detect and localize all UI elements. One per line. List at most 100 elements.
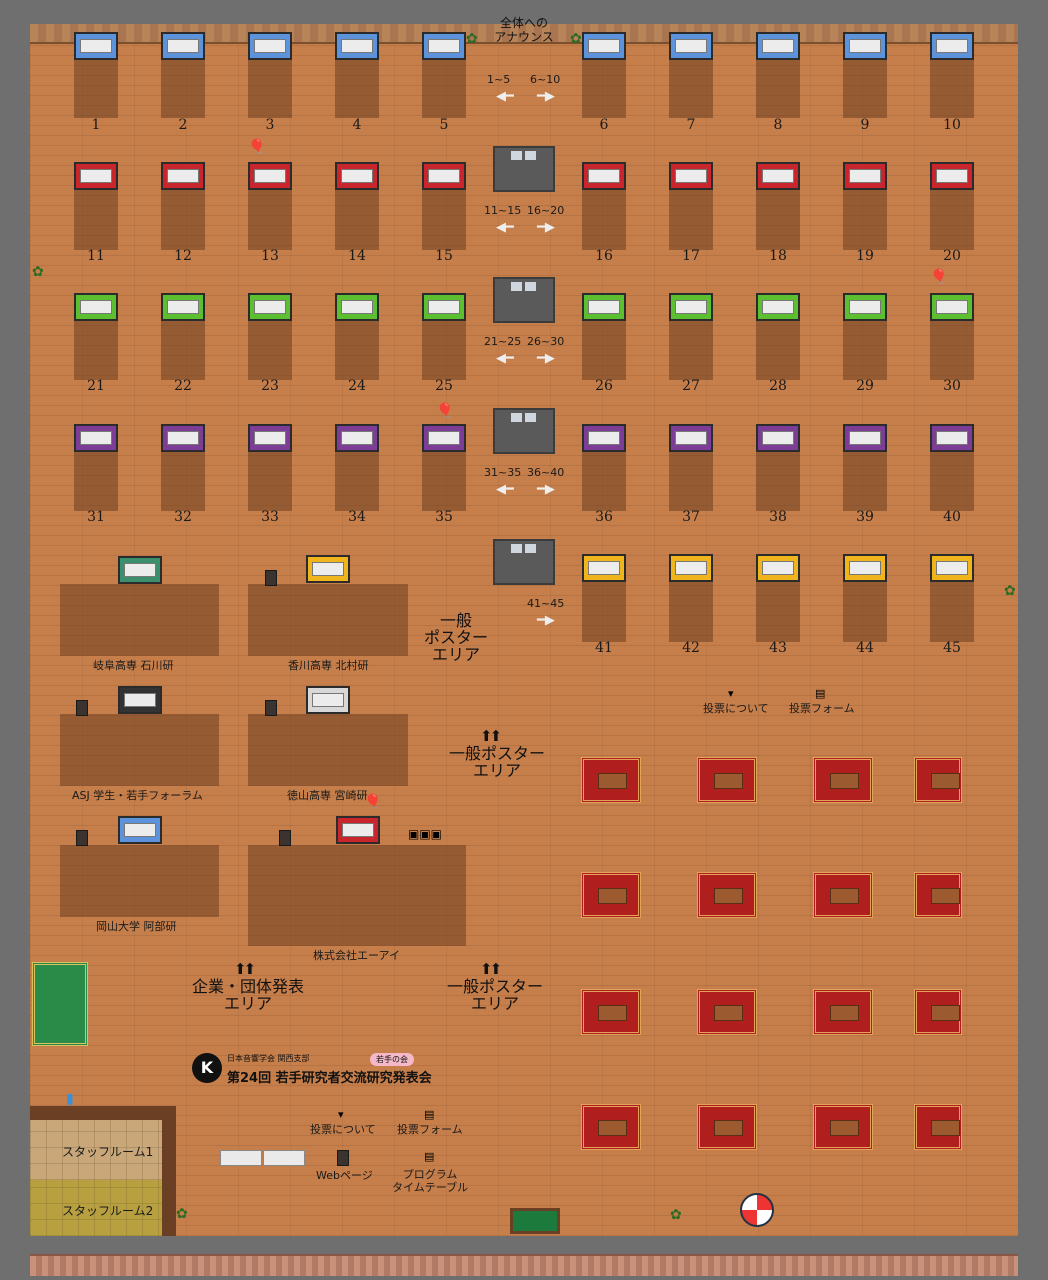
booth-area-1[interactable] bbox=[74, 58, 118, 118]
table-rug[interactable] bbox=[697, 1104, 757, 1150]
poster-board-9[interactable] bbox=[843, 32, 887, 60]
booth-area-9[interactable] bbox=[843, 58, 887, 118]
booth-area-4[interactable] bbox=[335, 58, 379, 118]
booth-area-38[interactable] bbox=[756, 451, 800, 511]
vote-form-label[interactable]: 投票フォーム bbox=[789, 702, 855, 715]
poster-board-23[interactable] bbox=[248, 293, 292, 321]
staff-room-2[interactable] bbox=[30, 1180, 162, 1236]
booth-area-37[interactable] bbox=[669, 451, 713, 511]
arrow-left-icon[interactable]: ◀━ bbox=[496, 482, 514, 497]
table-rug[interactable] bbox=[914, 1104, 962, 1150]
booth-area-40[interactable] bbox=[930, 451, 974, 511]
poster-board-6[interactable] bbox=[582, 32, 626, 60]
booth-area-13[interactable] bbox=[248, 190, 292, 250]
booth-area-22[interactable] bbox=[161, 320, 205, 380]
form-icon[interactable]: ▤ bbox=[424, 1108, 435, 1121]
poster-board-19[interactable] bbox=[843, 162, 887, 190]
poster-board-44[interactable] bbox=[843, 554, 887, 582]
table-rug[interactable] bbox=[581, 1104, 641, 1150]
booth-area-8[interactable] bbox=[756, 58, 800, 118]
form-icon[interactable]: ▤ bbox=[815, 687, 826, 700]
sign-icon[interactable]: ▾ bbox=[338, 1108, 344, 1121]
booth-area-23[interactable] bbox=[248, 320, 292, 380]
booth-area-32[interactable] bbox=[161, 451, 205, 511]
poster-board-2[interactable] bbox=[161, 32, 205, 60]
arrow-left-icon[interactable]: ◀━ bbox=[496, 89, 514, 104]
table-rug[interactable] bbox=[581, 757, 641, 803]
poster-board-34[interactable] bbox=[335, 424, 379, 452]
booth-area-31[interactable] bbox=[74, 451, 118, 511]
poster-board-10[interactable] bbox=[930, 32, 974, 60]
table-rug[interactable] bbox=[914, 989, 962, 1035]
poster-board-13[interactable] bbox=[248, 162, 292, 190]
booth-area-2[interactable] bbox=[161, 58, 205, 118]
vote-form-label-bottom[interactable]: 投票フォーム bbox=[397, 1123, 463, 1136]
booth-area-12[interactable] bbox=[161, 190, 205, 250]
poster-board-39[interactable] bbox=[843, 424, 887, 452]
booth-area-14[interactable] bbox=[335, 190, 379, 250]
poster-board-40[interactable] bbox=[930, 424, 974, 452]
vote-about-label[interactable]: 投票について bbox=[703, 702, 769, 715]
poster-board-31[interactable] bbox=[74, 424, 118, 452]
booth-area-24[interactable] bbox=[335, 320, 379, 380]
booth-area-21[interactable] bbox=[74, 320, 118, 380]
poster-board-15[interactable] bbox=[422, 162, 466, 190]
booth-area-7[interactable] bbox=[669, 58, 713, 118]
booth-area-18[interactable] bbox=[756, 190, 800, 250]
poster-board-22[interactable] bbox=[161, 293, 205, 321]
poster-board-36[interactable] bbox=[582, 424, 626, 452]
table-rug[interactable] bbox=[697, 872, 757, 918]
poster-board-11[interactable] bbox=[74, 162, 118, 190]
booth-area-39[interactable] bbox=[843, 451, 887, 511]
booth-area-30[interactable] bbox=[930, 320, 974, 380]
booth-area-3[interactable] bbox=[248, 58, 292, 118]
table-rug[interactable] bbox=[581, 989, 641, 1035]
poster-board-45[interactable] bbox=[930, 554, 974, 582]
poster-board-26[interactable] bbox=[582, 293, 626, 321]
poster-board-33[interactable] bbox=[248, 424, 292, 452]
booth-area-17[interactable] bbox=[669, 190, 713, 250]
poster-board-16[interactable] bbox=[582, 162, 626, 190]
table-rug[interactable] bbox=[914, 872, 962, 918]
arrow-right-icon[interactable]: ━▶ bbox=[537, 482, 555, 497]
poster-board-18[interactable] bbox=[756, 162, 800, 190]
kiosk-terminal[interactable] bbox=[493, 277, 555, 323]
web-page-link[interactable]: Webページ bbox=[316, 1169, 373, 1182]
poster-board-tokuyama[interactable] bbox=[306, 686, 350, 714]
poster-board-29[interactable] bbox=[843, 293, 887, 321]
arrow-left-icon[interactable]: ◀━ bbox=[496, 220, 514, 235]
web-sign-icon[interactable] bbox=[337, 1150, 349, 1166]
poster-board-4[interactable] bbox=[335, 32, 379, 60]
poster-board-gifu[interactable] bbox=[118, 556, 162, 584]
booth-area-15[interactable] bbox=[422, 190, 466, 250]
lab-area-gifu[interactable] bbox=[60, 584, 219, 656]
booth-area-28[interactable] bbox=[756, 320, 800, 380]
poster-board-42[interactable] bbox=[669, 554, 713, 582]
poster-board-12[interactable] bbox=[161, 162, 205, 190]
poster-board-8[interactable] bbox=[756, 32, 800, 60]
booth-area-6[interactable] bbox=[582, 58, 626, 118]
booth-area-27[interactable] bbox=[669, 320, 713, 380]
pool-table-icon[interactable] bbox=[510, 1208, 560, 1234]
arrow-right-icon[interactable]: ━▶ bbox=[537, 220, 555, 235]
arrow-right-icon[interactable]: ━▶ bbox=[537, 89, 555, 104]
poster-board-asj[interactable] bbox=[118, 686, 162, 714]
program-sign-icon[interactable]: ▤ bbox=[424, 1150, 435, 1163]
booth-area-45[interactable] bbox=[930, 582, 974, 642]
lab-area-kagawa[interactable] bbox=[248, 584, 408, 656]
table-rug[interactable] bbox=[914, 757, 962, 803]
booth-area-44[interactable] bbox=[843, 582, 887, 642]
booth-area-20[interactable] bbox=[930, 190, 974, 250]
booth-area-19[interactable] bbox=[843, 190, 887, 250]
booth-area-26[interactable] bbox=[582, 320, 626, 380]
table-rug[interactable] bbox=[813, 757, 873, 803]
staff-room-1[interactable] bbox=[30, 1120, 162, 1180]
booth-area-42[interactable] bbox=[669, 582, 713, 642]
lab-area-okayama[interactable] bbox=[60, 845, 219, 917]
poster-board-20[interactable] bbox=[930, 162, 974, 190]
booth-area-29[interactable] bbox=[843, 320, 887, 380]
arrow-right-icon[interactable]: ━▶ bbox=[537, 613, 555, 628]
poster-board-3[interactable] bbox=[248, 32, 292, 60]
arrow-right-icon[interactable]: ━▶ bbox=[537, 351, 555, 366]
table-rug[interactable] bbox=[581, 872, 641, 918]
